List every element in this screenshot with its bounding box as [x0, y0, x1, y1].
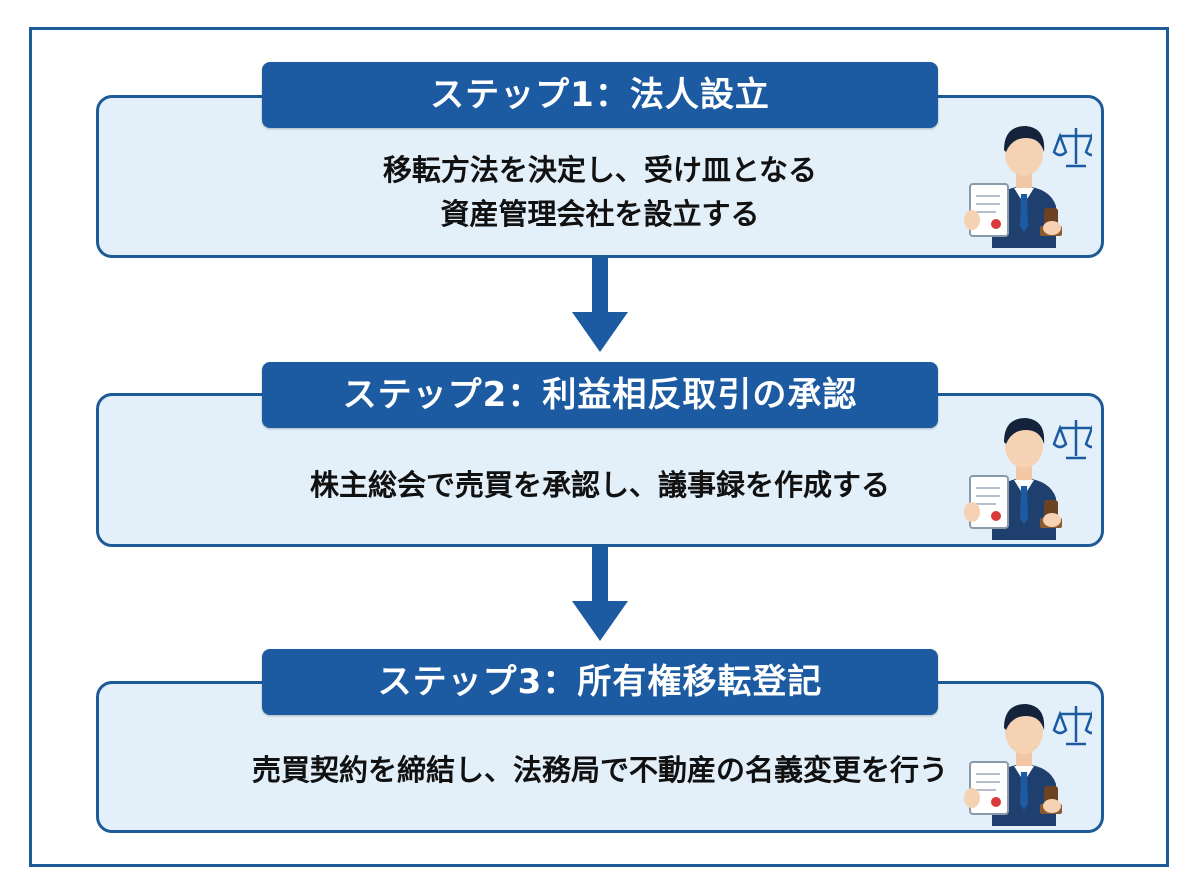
step-2-description-line-1: 株主総会で売買を承認し、議事録を作成する — [309, 468, 890, 502]
step-1-title: ステップ1：法人設立 — [262, 62, 938, 128]
step-1-description-line-1: 移転方法を決定し、受け皿となる — [382, 153, 818, 187]
down-arrow-icon — [572, 258, 628, 352]
step-3-description-line-1: 売買契約を締結し、法務局で不動産の名義変更を行う — [251, 753, 948, 787]
step-3-description: 売買契約を締結し、法務局で不動産の名義変更を行う — [96, 748, 1104, 792]
step-3-title: ステップ3：所有権移転登記 — [262, 649, 938, 715]
step-2-description: 株主総会で売買を承認し、議事録を作成する — [96, 463, 1104, 507]
step-1-description-line-2: 資産管理会社を設立する — [440, 197, 760, 231]
lawyer-with-document-icon — [964, 418, 1092, 540]
lawyer-with-document-icon — [964, 704, 1092, 826]
step-2-title: ステップ2：利益相反取引の承認 — [262, 362, 938, 428]
down-arrow-icon — [572, 547, 628, 641]
lawyer-with-document-icon — [964, 126, 1092, 248]
step-1-description: 移転方法を決定し、受け皿となる 資産管理会社を設立する — [96, 148, 1104, 236]
